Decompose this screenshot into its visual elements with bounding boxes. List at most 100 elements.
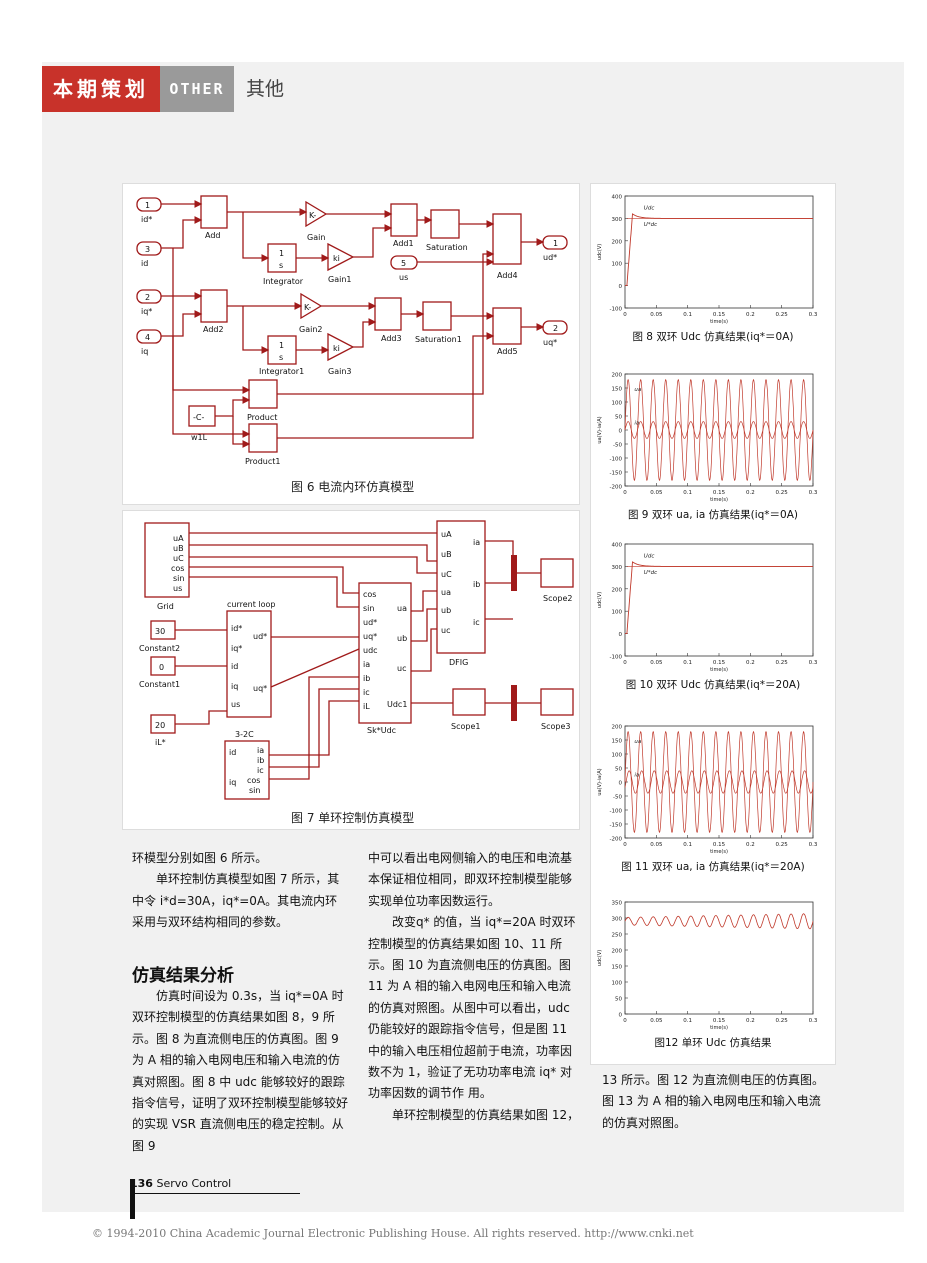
chart-2-ytick-label-1: 300	[612, 565, 623, 571]
fig6-add5: Add5	[497, 347, 518, 356]
col1-para-2: 单环控制仿真模型如图 7 所示，其中令 i*d=30A，iq*=0A。其电流内环…	[132, 872, 340, 930]
section-tag-cn: 本期策划	[42, 66, 160, 112]
chart-0-ytick-label-0: 400	[612, 195, 623, 201]
chart-2-ytick-label-5: -100	[610, 655, 623, 661]
section-header: 本期策划 OTHER 其他	[42, 62, 304, 118]
chart-2-ytick-label-2: 200	[612, 587, 623, 593]
chart-4-ytick-label-3: 200	[612, 949, 623, 955]
chart-0-xtick-label-1: 0.05	[650, 312, 663, 318]
fig7-mux1	[511, 555, 517, 591]
fig7-const0-label: Constant1	[139, 680, 180, 689]
chart-1-xtick-label-6: 0.3	[809, 490, 818, 496]
journal-name: Servo Control	[156, 1177, 232, 1190]
chart-0-caption: 图 8 双环 Udc 仿真结果(iq*＝0A)	[632, 330, 793, 343]
fig7-loop-in-3: iq	[231, 682, 238, 691]
chart-3-xtick-label-1: 0.05	[650, 842, 663, 848]
fig6-caption: 图 6 电流内环仿真模型	[291, 480, 415, 494]
page-number: 136	[130, 1177, 153, 1190]
chart-1-caption: 图 9 双环 ua, ia 仿真结果(iq*＝0A)	[628, 508, 798, 521]
fig7-dfig-out-1: ib	[473, 580, 480, 589]
chart-3-ytick-label-3: 50	[615, 767, 622, 773]
fig7-scope2: Scope2	[543, 594, 572, 603]
chart-2-ylabel: udc(V)	[597, 592, 603, 608]
chart-2-xtick-label-2: 0.1	[683, 660, 692, 666]
chart-0-xtick-label-2: 0.1	[683, 312, 692, 318]
chart-2-label-udc: Udc	[644, 553, 655, 559]
chart-1-xlabel: time(s)	[710, 497, 728, 503]
chart-3-xtick-label-2: 0.1	[683, 842, 692, 848]
chart-1-ytick-label-4: 0	[619, 429, 623, 435]
fig7-const30: 30	[155, 627, 165, 636]
fig7-c32-in-1: ib	[257, 756, 264, 765]
chart-4-xtick-label-3: 0.15	[713, 1018, 726, 1024]
chart-4-ytick-label-1: 300	[612, 917, 623, 923]
fig7-c32-in-0: ia	[257, 746, 264, 755]
chart-4-xtick-label-5: 0.25	[776, 1018, 789, 1024]
chart-4-xtick-label-0: 0	[623, 1018, 627, 1024]
fig7-const20: 20	[155, 721, 165, 730]
chart-0-xtick-label-3: 0.15	[713, 312, 726, 318]
chart-4-ytick-label-7: 0	[619, 1013, 623, 1019]
fig6-gain3: Gain3	[328, 367, 351, 376]
fig6-add4: Add4	[497, 271, 518, 280]
fig7-dfig-in-3: ua	[441, 588, 451, 597]
fig7-c32-in-4: sin	[249, 786, 260, 795]
chart-3-ytick-label-1: 150	[612, 739, 623, 745]
chart-0-frame	[624, 195, 814, 309]
chart-1-ytick-label-0: 200	[612, 373, 623, 379]
fig6-int-num: 1	[279, 249, 284, 258]
chart-1-series-ia	[624, 421, 814, 439]
fig6-gain-k: K-	[309, 211, 316, 220]
fig7-sk-in-8: iL	[363, 702, 370, 711]
chart-2-label-ref: U*dc	[644, 570, 657, 576]
chart-0-ytick-label-1: 300	[612, 217, 623, 223]
fig7-loop-title: current loop	[227, 600, 276, 609]
col1-text: 环模型分别如图 6 所示。 单环控制仿真模型如图 7 所示，其中令 i*d=30…	[132, 848, 348, 934]
chart-4-xlabel: time(s)	[710, 1025, 728, 1031]
fig7-sk-out-2: uc	[397, 664, 406, 673]
fig6-gain3-ki: ki	[333, 344, 340, 353]
chart-3-ytick-label-8: -200	[610, 837, 623, 843]
col3-para-1: 13 所示。图 12 为直流侧电压的仿真图。图 13 为 A 相的输入电网电压和…	[602, 1073, 824, 1130]
chart-4-ytick-label-2: 250	[612, 933, 623, 939]
chart-4-series-udc	[624, 913, 814, 930]
fig7-sk-in-6: ib	[363, 674, 370, 683]
chart-3-series-ua	[624, 730, 814, 834]
page-footer: 136 Servo Control	[130, 1177, 300, 1219]
chart-2-xtick-label-3: 0.15	[713, 660, 726, 666]
chart-3-ytick-label-4: 0	[619, 781, 623, 787]
chart-0-xlabel: time(s)	[710, 319, 728, 325]
chart-0-label-ref: U*dc	[644, 222, 657, 228]
fig6-gain1: Gain1	[328, 275, 351, 284]
chart-2-xtick-label-4: 0.2	[746, 660, 755, 666]
col3-text: 13 所示。图 12 为直流侧电压的仿真图。图 13 为 A 相的输入电网电压和…	[602, 1070, 824, 1134]
fig7-const30-label: Constant2	[139, 644, 180, 653]
fig7-loop-out-0: ud*	[253, 632, 267, 641]
fig7-c32-out-1: iq	[229, 778, 236, 787]
fig7-sk-in-7: ic	[363, 688, 370, 697]
col1-text-2: 仿真时间设为 0.3s，当 iq*=0A 时双环控制模型的仿真结果如图 8，9 …	[132, 986, 348, 1157]
fig6-outport-1: 1	[553, 239, 558, 248]
fig7-c32-in-3: cos	[247, 776, 260, 785]
fig6-inport-1-label: id*	[141, 215, 152, 224]
chart-1-xtick-label-3: 0.15	[713, 490, 726, 496]
fig7-loop-in-2: id	[231, 662, 238, 671]
chart-1-xtick-label-1: 0.05	[650, 490, 663, 496]
chart-1-ytick-label-5: -50	[613, 443, 622, 449]
chart-0-ytick-label-5: -100	[610, 307, 623, 313]
fig7-grid-port-1: uB	[173, 544, 184, 553]
chart-3-caption: 图 11 双环 ua, ia 仿真结果(iq*＝20A)	[621, 860, 804, 873]
chart-4-xtick-label-4: 0.2	[746, 1018, 755, 1024]
fig6-integrator1: Integrator1	[259, 367, 304, 376]
chart-3-label-ia: ia	[634, 772, 640, 778]
fig7-dfig-in-0: uA	[441, 530, 452, 539]
fig7-grid-label: Grid	[157, 602, 174, 611]
chart-3-series-ia	[624, 770, 814, 794]
fig6-int-den: s	[279, 261, 283, 270]
fig6-product: Product	[247, 413, 277, 422]
fig7-grid-port-0: uA	[173, 534, 184, 543]
fig6-outport-2: 2	[553, 324, 558, 333]
chart-1-ytick-label-6: -100	[610, 457, 623, 463]
